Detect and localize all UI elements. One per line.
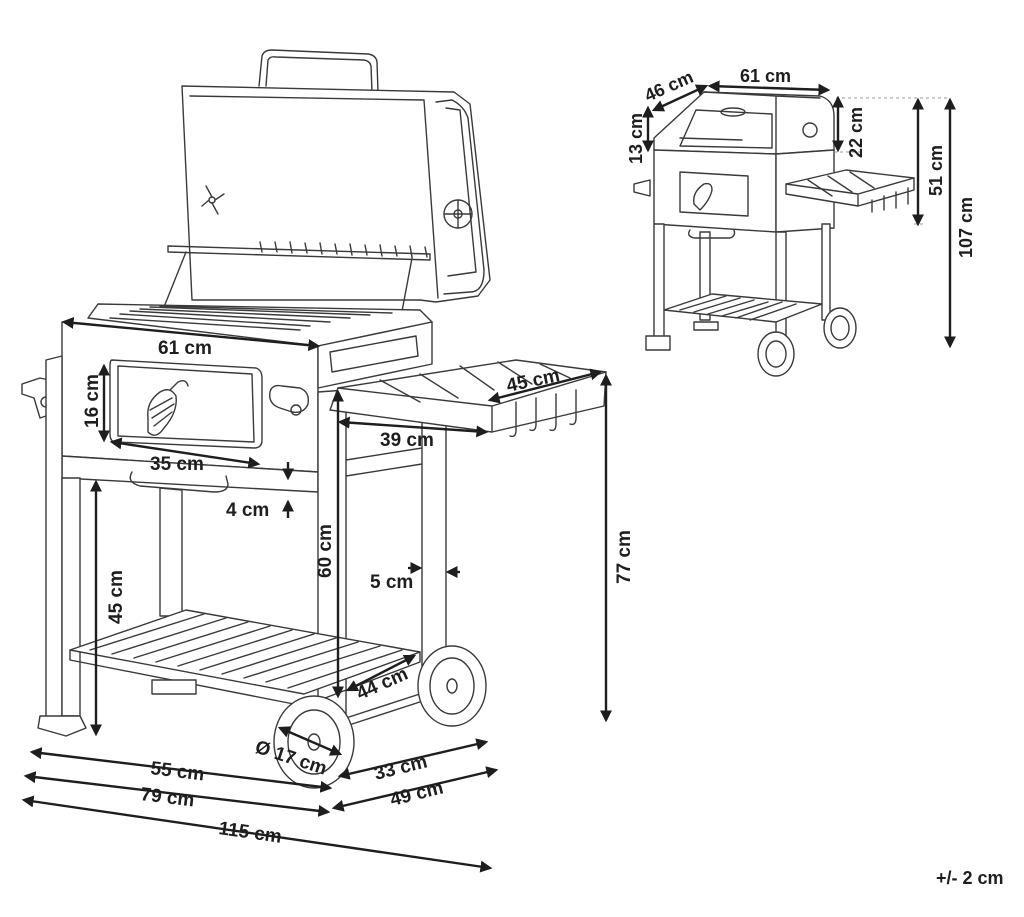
thumb-bottom-rack xyxy=(663,293,823,323)
label-total-height: 77 cm xyxy=(614,530,635,584)
dim-line-thumb-depth xyxy=(651,84,709,112)
label-thumb-width: 61 cm xyxy=(740,66,791,86)
dim-line-thumb-width xyxy=(707,80,831,96)
label-base-width: 55 cm xyxy=(149,758,205,785)
label-thumb-upper-height: 51 cm xyxy=(926,145,946,196)
label-handle-gap: 4 cm xyxy=(226,500,269,521)
label-base-depth: 33 cm xyxy=(372,751,429,784)
thumb-front-wheel xyxy=(757,331,795,377)
rear-wheel xyxy=(417,645,487,727)
dim-line-shelf-width xyxy=(487,368,603,404)
tool-hooks xyxy=(509,389,577,438)
dim-line-overall-length xyxy=(21,795,493,873)
label-shelf-depth: 39 cm xyxy=(380,430,434,451)
thumb-window xyxy=(679,171,749,217)
left-front-leg xyxy=(45,355,63,721)
tolerance-note: +/- 2 cm xyxy=(936,868,1004,888)
label-lid-width: 61 cm xyxy=(158,338,212,359)
warming-rack xyxy=(167,245,431,261)
dim-line-window-width xyxy=(109,437,261,469)
front-handle xyxy=(129,471,229,493)
label-overall-length: 115 cm xyxy=(217,818,283,848)
label-thumb-lid-height: 22 cm xyxy=(846,107,866,158)
thermometer-icon xyxy=(443,199,473,229)
label-thumb-depth: 46 cm xyxy=(641,67,696,106)
main-dimension-lines xyxy=(21,316,612,873)
label-overall-width: 79 cm xyxy=(139,784,195,811)
lid-vent-icon xyxy=(201,185,225,215)
label-leg-width: 5 cm xyxy=(370,572,413,593)
label-lower-height: 45 cm xyxy=(106,570,127,624)
label-thumb-small-height: 13 cm xyxy=(626,113,646,164)
dim-line-shelf-depth xyxy=(337,416,489,438)
thumb-rear-wheel xyxy=(823,307,857,349)
label-window-width: 35 cm xyxy=(150,454,204,475)
dim-line-lid-width xyxy=(61,316,321,352)
thumbnail-dimension-lines xyxy=(642,80,956,349)
lid-handle xyxy=(258,49,379,93)
label-body-height: 60 cm xyxy=(315,524,336,578)
main-grill-drawing xyxy=(21,49,607,789)
open-lid xyxy=(181,85,491,303)
label-overall-depth: 49 cm xyxy=(388,777,445,810)
label-thumb-total-height: 107 cm xyxy=(956,197,976,258)
thumbnail-grill-drawing xyxy=(633,91,915,377)
label-window-height: 16 cm xyxy=(82,374,103,428)
dim-line-rack-depth xyxy=(345,654,417,692)
